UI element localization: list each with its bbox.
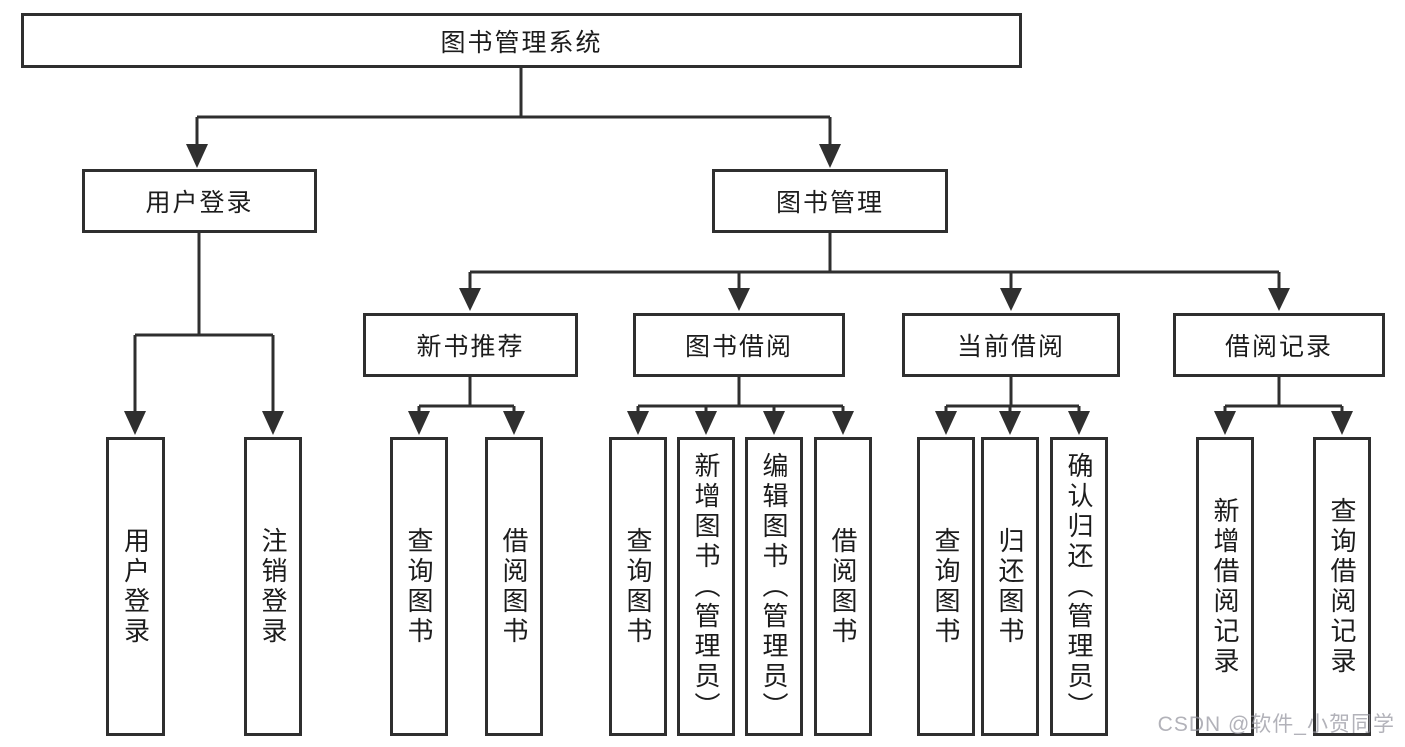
leaf-query-borrow-record: 查询借阅记录 <box>1313 437 1371 736</box>
leaf-query-books-recommend: 查询图书 <box>390 437 448 736</box>
node-borrow-records: 借阅记录 <box>1173 313 1385 377</box>
arrow-down-icon <box>186 144 208 168</box>
node-current-borrow: 当前借阅 <box>902 313 1120 377</box>
node-book-borrow: 图书借阅 <box>633 313 845 377</box>
connector-book-mgmt-sections <box>468 233 1281 290</box>
arrow-down-icon <box>627 411 649 435</box>
leaf-logout: 注销登录 <box>244 437 302 736</box>
arrow-down-icon <box>408 411 430 435</box>
leaf-borrow-books-recommend: 借阅图书 <box>485 437 543 736</box>
arrow-down-icon <box>695 411 717 435</box>
node-new-book-recommend: 新书推荐 <box>363 313 578 377</box>
leaf-confirm-return-admin: 确认归还（管理员） <box>1050 437 1108 736</box>
connector-borrow-records-children <box>1223 377 1344 413</box>
csdn-watermark: CSDN @软件_小贺同学 <box>1157 713 1395 736</box>
arrow-down-icon <box>935 411 957 435</box>
connector-current-borrow-children <box>944 377 1081 413</box>
connector-root-to-branches <box>195 68 832 146</box>
connector-new-book-children <box>417 377 516 413</box>
arrow-down-icon <box>503 411 525 435</box>
node-book-management: 图书管理 <box>712 169 948 233</box>
arrow-down-icon <box>1331 411 1353 435</box>
arrow-down-icon <box>262 411 284 435</box>
node-library-system: 图书管理系统 <box>21 13 1022 68</box>
leaf-user-login: 用户登录 <box>106 437 165 736</box>
connector-book-borrow-children <box>636 377 845 413</box>
arrow-down-icon <box>1268 288 1290 311</box>
arrow-down-icon <box>728 288 750 311</box>
arrow-down-icon <box>459 288 481 311</box>
arrow-down-icon <box>124 411 146 435</box>
leaf-edit-books-admin: 编辑图书（管理员） <box>745 437 803 736</box>
leaf-add-books-admin: 新增图书（管理员） <box>677 437 735 736</box>
node-user-login: 用户登录 <box>82 169 317 233</box>
leaf-query-books-borrow: 查询图书 <box>609 437 667 736</box>
leaf-return-books: 归还图书 <box>981 437 1039 736</box>
arrow-down-icon <box>763 411 785 435</box>
arrow-down-icon <box>819 144 841 168</box>
connector-user-login-children <box>133 233 275 413</box>
arrow-down-icon <box>999 411 1021 435</box>
arrow-icons <box>124 144 1353 435</box>
arrow-down-icon <box>1214 411 1236 435</box>
arrow-down-icon <box>1000 288 1022 311</box>
leaf-add-borrow-record: 新增借阅记录 <box>1196 437 1254 736</box>
arrow-down-icon <box>832 411 854 435</box>
arrow-down-icon <box>1068 411 1090 435</box>
leaf-borrow-books: 借阅图书 <box>814 437 872 736</box>
leaf-query-books-current: 查询图书 <box>917 437 975 736</box>
